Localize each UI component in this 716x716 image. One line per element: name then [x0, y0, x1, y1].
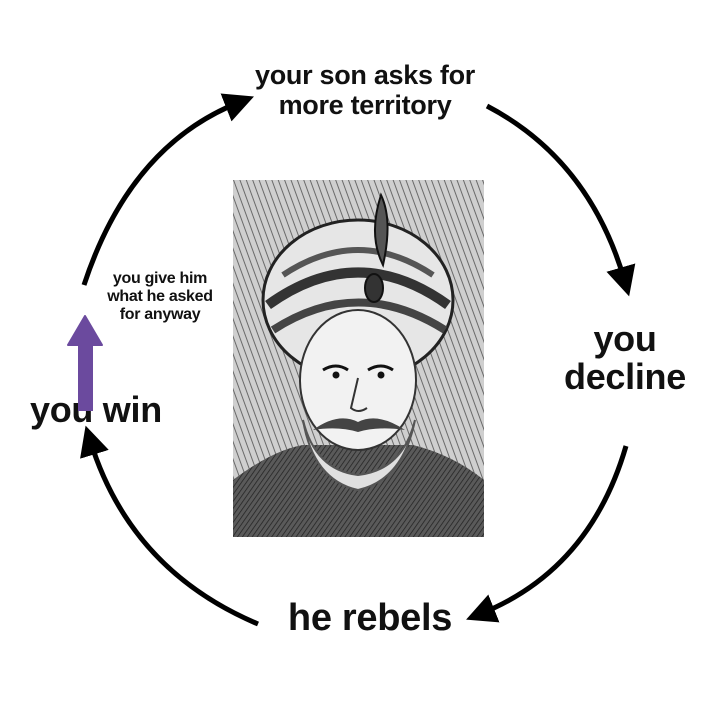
- arrow-top-to-right-icon: [485, 103, 636, 297]
- node-line: more territory: [278, 90, 452, 120]
- portrait-image: [233, 180, 484, 537]
- annotation-line: what he asked: [107, 288, 213, 305]
- node-he-rebels: he rebels: [287, 597, 453, 639]
- annotation-you-give-him: you give him what he asked for anyway: [90, 270, 230, 324]
- node-you-win: you win: [30, 389, 162, 430]
- node-you-decline: you decline: [545, 320, 705, 396]
- annotation-line: you give him: [112, 270, 208, 287]
- node-line: your son asks for: [255, 60, 475, 90]
- arrow-left-to-top-icon: [81, 93, 254, 286]
- node-your-son-asks: your son asks for more territory: [240, 60, 490, 120]
- portrait-illustration-icon: [233, 180, 484, 537]
- node-line: you: [593, 318, 657, 359]
- arrow-right-to-bottom-icon: [466, 445, 629, 623]
- annotation-line: for anyway: [119, 306, 201, 323]
- node-line: decline: [564, 356, 686, 397]
